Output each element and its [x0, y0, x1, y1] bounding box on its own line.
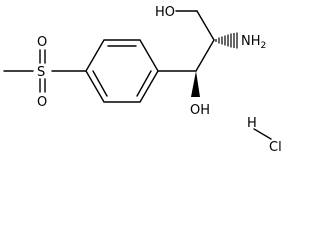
- ring-double-right: [136, 70, 152, 97]
- wedge-c1-oh: [191, 71, 200, 97]
- label-oxygen-upper: O: [37, 35, 47, 50]
- label-oxygen-lower: O: [37, 95, 47, 110]
- benzene-ring: [85, 39, 159, 103]
- label-oh-top: HO: [155, 5, 175, 20]
- molecule-diagram: HO NH2 OH S O O H Cl: [3, 5, 282, 155]
- bond-c2-ch2: [196, 10, 215, 41]
- bond-h-cl: [253, 128, 272, 140]
- label-oh-bottom: OH: [190, 103, 210, 118]
- label-hydrogen: H: [247, 116, 257, 131]
- structure-svg: HO NH2 OH S O O H Cl: [3, 5, 282, 155]
- bond-c1-c2: [195, 39, 215, 72]
- label-sulfur: S: [37, 65, 45, 80]
- ring-double-left: [92, 70, 108, 97]
- label-amine: NH2: [241, 34, 266, 51]
- label-chlorine: Cl: [269, 140, 282, 155]
- hash-c2-nh2: [215, 32, 238, 49]
